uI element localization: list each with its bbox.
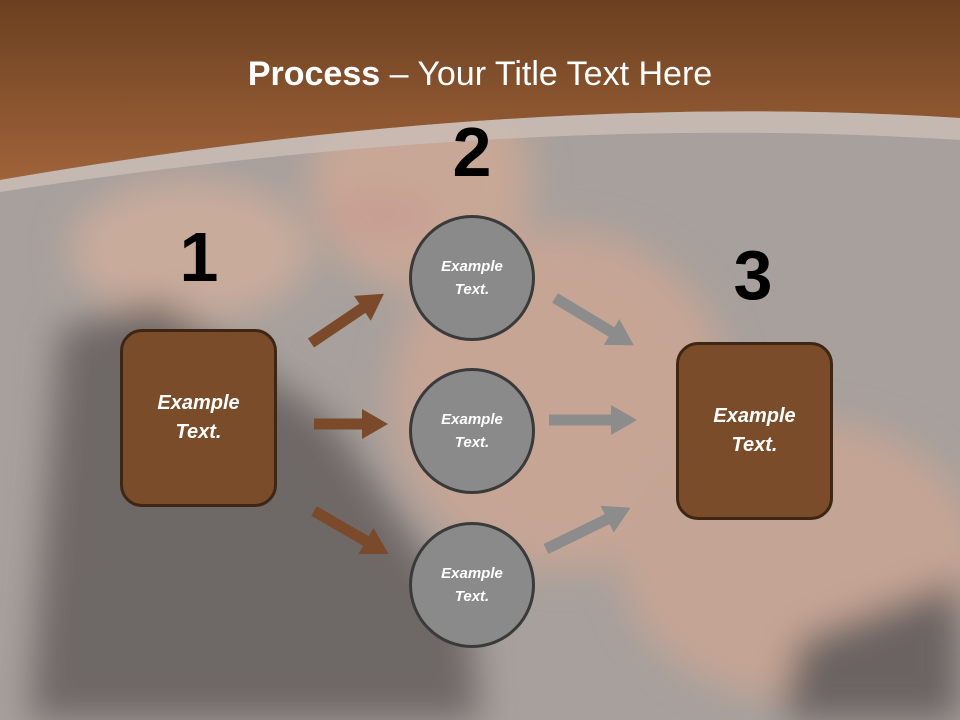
step-box-3-text: Example Text. xyxy=(713,405,796,456)
step-box-1-text: Example Text. xyxy=(157,392,240,443)
arrow-1-to-top xyxy=(307,293,384,348)
arrow-top-to-3 xyxy=(552,293,634,346)
step-number-2: 2 xyxy=(452,113,492,191)
slide-title: Process – Your Title Text Here xyxy=(0,52,960,96)
step-box-1: Example Text. xyxy=(120,329,277,507)
circle-bottom-text: Example Text. xyxy=(441,565,503,605)
circle-top-text: Example Text. xyxy=(441,258,503,298)
arrow-1-to-bottom xyxy=(311,506,389,554)
arrow-1-to-middle xyxy=(314,409,388,439)
arrow-middle-to-3 xyxy=(549,405,637,435)
step-number-1: 1 xyxy=(179,218,219,296)
arrow-bottom-to-3 xyxy=(543,505,631,554)
title-bold: Process xyxy=(247,55,381,93)
circle-bottom: Example Text. xyxy=(409,522,535,648)
circle-top: Example Text. xyxy=(409,215,535,341)
circle-middle-text: Example Text. xyxy=(441,411,503,451)
step-box-3: Example Text. xyxy=(676,342,833,520)
step-number-3: 3 xyxy=(733,236,773,314)
circle-middle: Example Text. xyxy=(409,368,535,494)
title-rest: – Your Title Text Here xyxy=(380,55,713,93)
